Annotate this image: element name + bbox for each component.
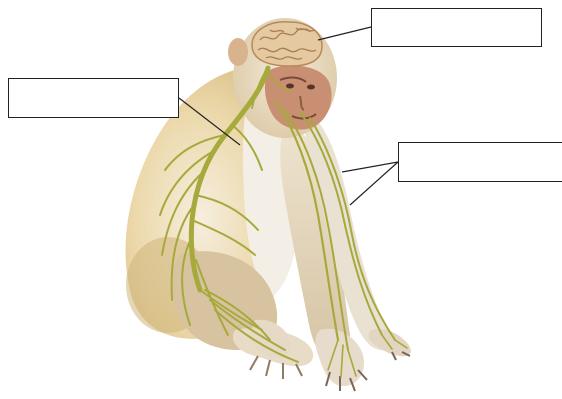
monkey-ear (228, 38, 248, 66)
leader-line-nerves-upper (342, 162, 398, 172)
leader-line-nerves-lower (350, 162, 398, 205)
leader-line-brain (318, 27, 371, 40)
spinal-cord-label-box[interactable] (8, 78, 179, 118)
brain-shape (252, 22, 322, 66)
eye-left (286, 84, 294, 89)
brain-label-box[interactable] (371, 8, 542, 47)
eye-right (307, 85, 315, 90)
nerves-label-box[interactable] (398, 142, 562, 182)
